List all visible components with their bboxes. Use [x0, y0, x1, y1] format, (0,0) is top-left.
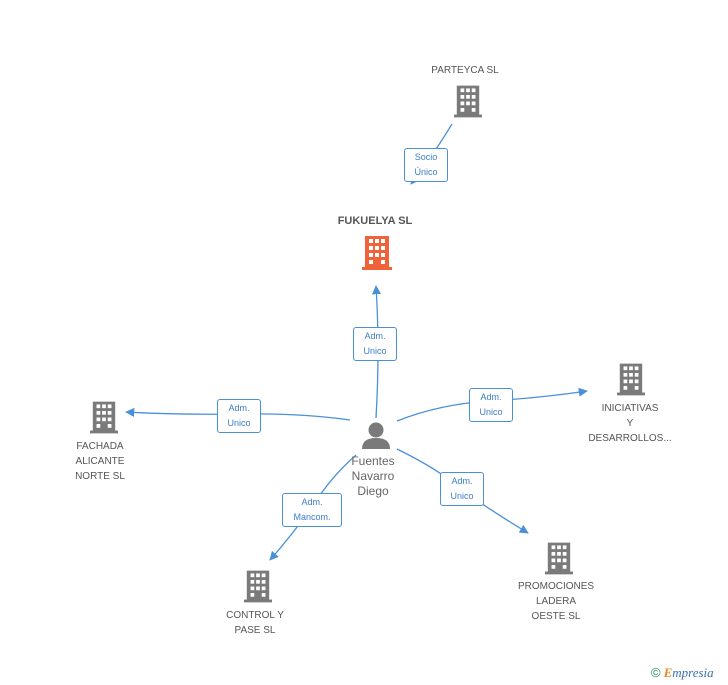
edge-label-adm-promociones[interactable]: Adm. Unico: [440, 472, 484, 506]
building-icon[interactable]: [244, 570, 272, 603]
node-label-iniciativas[interactable]: INICIATIVAS Y DESARROLLOS...: [575, 401, 685, 446]
edge-label-line: Adm.: [228, 403, 250, 413]
edge-label-adm-fukuelya[interactable]: Adm. Unico: [353, 327, 397, 361]
edge-label-line: Unico: [450, 491, 474, 501]
label-line: INICIATIVAS: [601, 403, 659, 414]
label-line: PROMOCIONES: [517, 581, 595, 592]
label-line: Fuentes: [351, 454, 395, 468]
edge-label-line: Adm.: [451, 476, 473, 486]
label-line: LADERA: [535, 596, 576, 607]
building-icon[interactable]: [617, 363, 645, 396]
edge-label-line: Unico: [363, 346, 387, 356]
edge-label-adm-fachada[interactable]: Adm. Unico: [217, 399, 261, 433]
edge-label-line: Único: [414, 167, 438, 177]
building-icon[interactable]: [90, 401, 118, 434]
building-icon[interactable]: [545, 542, 573, 575]
node-label-fachada[interactable]: FACHADA ALICANTE NORTE SL: [55, 439, 145, 484]
brand-logo-text: mpresia: [672, 665, 714, 680]
label-line: Navarro: [351, 469, 395, 483]
label-line: Diego: [357, 484, 389, 498]
building-icon[interactable]: [454, 85, 482, 118]
edge-label-line: Mancom.: [293, 512, 331, 522]
label-line: ALICANTE: [75, 456, 125, 467]
edge-label-line: Adm.: [364, 331, 386, 341]
label-line: CONTROL Y: [226, 610, 284, 621]
edge-label-line: Unico: [479, 407, 503, 417]
node-label-control[interactable]: CONTROL Y PASE SL: [210, 608, 300, 638]
building-icon[interactable]: [362, 236, 392, 270]
edge-label-line: Socio: [414, 152, 438, 162]
edge-label-line: Adm.: [480, 392, 502, 402]
copyright-symbol: ©: [651, 665, 661, 680]
company-name[interactable]: FUKUELYA SL: [337, 215, 413, 227]
label-line: NORTE SL: [75, 471, 125, 482]
node-label-fukuelya[interactable]: FUKUELYA SL: [325, 214, 425, 229]
edge-label-line: Unico: [227, 418, 251, 428]
node-label-promociones[interactable]: PROMOCIONES LADERA OESTE SL: [506, 579, 606, 624]
company-name[interactable]: PARTEYCA SL: [431, 65, 499, 76]
node-label-person[interactable]: Fuentes Navarro Diego: [333, 454, 413, 499]
edge-label-line: Adm.: [301, 497, 323, 507]
footer-brand[interactable]: ©Empresia: [651, 665, 714, 681]
label-line: PASE SL: [234, 625, 276, 636]
label-line: DESARROLLOS...: [588, 433, 672, 444]
person-icon[interactable]: [362, 422, 390, 450]
label-line: OESTE SL: [531, 611, 581, 622]
edge-label-socio-unico[interactable]: Socio Único: [404, 148, 448, 182]
brand-logo-initial: E: [663, 665, 673, 680]
edge-label-adm-iniciativas[interactable]: Adm. Unico: [469, 388, 513, 422]
edge-label-adm-control[interactable]: Adm. Mancom.: [282, 493, 342, 527]
node-label-parteyca[interactable]: PARTEYCA SL: [420, 63, 510, 78]
label-line: FACHADA: [76, 441, 124, 452]
label-line: Y: [626, 418, 634, 429]
